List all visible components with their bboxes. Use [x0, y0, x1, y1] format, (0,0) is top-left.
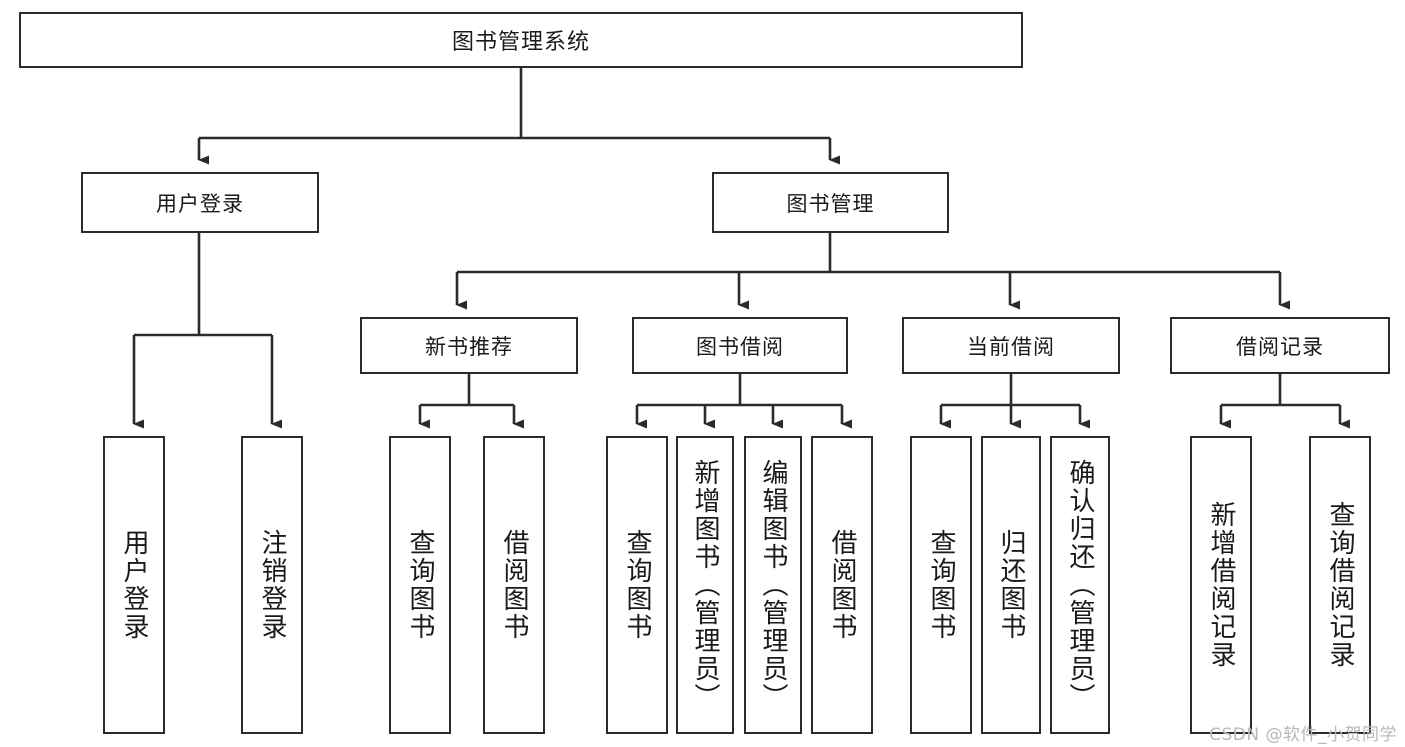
leaf-query-book-current[interactable]: 查询图书 — [910, 436, 972, 734]
node-borrow-record[interactable]: 借阅记录 — [1170, 317, 1390, 374]
node-new-book-recommend[interactable]: 新书推荐 — [360, 317, 578, 374]
leaf-return-book[interactable]: 归还图书 — [981, 436, 1041, 734]
leaf-logout[interactable]: 注销登录 — [241, 436, 303, 734]
node-label: 注销登录 — [257, 529, 288, 641]
node-label: 用户登录 — [156, 191, 244, 216]
leaf-borrow-book-recommend[interactable]: 借阅图书 — [483, 436, 545, 734]
node-label: 当前借阅 — [967, 334, 1055, 359]
node-label: 查询图书 — [405, 529, 436, 641]
node-label: 图书管理 — [786, 191, 875, 216]
node-label: 查询图书 — [926, 529, 957, 641]
node-label: 借阅记录 — [1236, 334, 1324, 359]
node-book-manage[interactable]: 图书管理 — [712, 172, 949, 233]
leaf-confirm-return[interactable]: 确认归还（管理员） — [1050, 436, 1110, 734]
node-label: 图书借阅 — [696, 334, 784, 359]
leaf-edit-book[interactable]: 编辑图书（管理员） — [744, 436, 802, 734]
leaf-user-login[interactable]: 用户登录 — [103, 436, 165, 734]
node-label: 归还图书 — [996, 529, 1027, 641]
node-label: 编辑图书（管理员） — [758, 459, 789, 711]
leaf-add-book[interactable]: 新增图书（管理员） — [676, 436, 734, 734]
leaf-query-book-borrow[interactable]: 查询图书 — [606, 436, 668, 734]
leaf-query-book-recommend[interactable]: 查询图书 — [389, 436, 451, 734]
node-label: 借阅图书 — [499, 529, 530, 641]
node-book-borrow[interactable]: 图书借阅 — [632, 317, 848, 374]
node-label: 新增借阅记录 — [1206, 501, 1237, 669]
node-label: 借阅图书 — [827, 529, 858, 641]
leaf-borrow-book[interactable]: 借阅图书 — [811, 436, 873, 734]
node-label: 新增图书（管理员） — [690, 459, 721, 711]
leaf-add-borrow-record[interactable]: 新增借阅记录 — [1190, 436, 1252, 734]
node-label: 图书管理系统 — [451, 30, 590, 55]
leaf-query-borrow-record[interactable]: 查询借阅记录 — [1309, 436, 1371, 734]
node-root-system[interactable]: 图书管理系统 — [19, 12, 1023, 68]
node-label: 查询借阅记录 — [1325, 501, 1356, 669]
node-label: 新书推荐 — [425, 334, 513, 359]
node-label: 查询图书 — [622, 529, 653, 641]
node-user-login[interactable]: 用户登录 — [81, 172, 319, 233]
node-label: 用户登录 — [119, 529, 150, 641]
node-current-borrow[interactable]: 当前借阅 — [902, 317, 1120, 374]
node-label: 确认归还（管理员） — [1065, 459, 1096, 711]
